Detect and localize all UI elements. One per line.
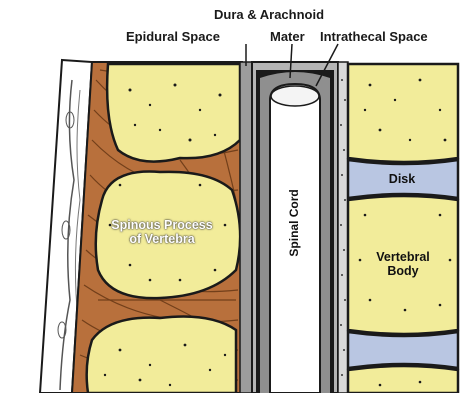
epidural-space	[240, 62, 252, 393]
vertebral-body-top	[348, 64, 458, 162]
spinous-process-top	[107, 64, 240, 162]
label-vertebral-line1: Vertebral	[358, 250, 448, 264]
label-spinous-process: Spinous Process of Vertebra	[100, 218, 224, 247]
spinous-process-bottom	[87, 317, 236, 394]
label-spinal-cord: Spinal Cord	[288, 183, 302, 263]
label-spinous-line1: Spinous Process	[100, 218, 224, 232]
vertebral-body-bottom	[348, 366, 458, 393]
label-dura-line2: Mater	[270, 30, 305, 43]
label-vertebral-line2: Body	[358, 264, 448, 278]
label-vertebral-body: Vertebral Body	[358, 250, 448, 279]
disk-lower	[348, 332, 458, 368]
label-intrathecal-space: Intrathecal Space	[320, 30, 428, 43]
label-dura-line1: Dura & Arachnoid	[214, 8, 324, 21]
label-epidural-space: Epidural Space	[126, 30, 220, 43]
label-spinous-line2: of Vertebra	[100, 232, 224, 246]
ligament-strip	[338, 62, 348, 393]
label-disk: Disk	[382, 172, 422, 186]
